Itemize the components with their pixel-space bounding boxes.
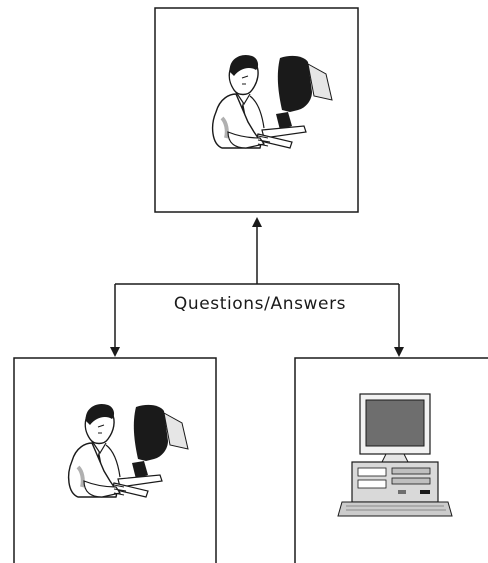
interrogator-box xyxy=(154,7,359,213)
edge-label: Questions/Answers xyxy=(140,294,380,314)
person-at-computer-icon xyxy=(66,401,190,499)
human-respondent-box xyxy=(13,357,217,563)
desktop-computer-icon xyxy=(337,393,453,517)
machine-respondent-box xyxy=(294,357,488,563)
